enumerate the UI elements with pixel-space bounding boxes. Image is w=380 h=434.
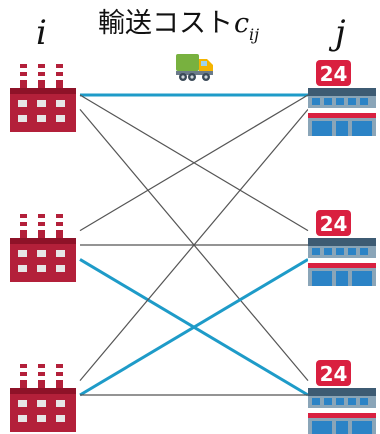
source-index-label: i (36, 13, 47, 53)
convenience-store-icon: 24 (308, 210, 376, 286)
factory-icon (10, 214, 76, 282)
highlighted-edge (79, 258, 309, 397)
convenience-store-icon: 24 (308, 60, 376, 136)
cost-subscript: ij (249, 25, 259, 44)
factory-icon (10, 64, 76, 132)
cost-symbol: c (234, 8, 249, 39)
title-text: 輸送コスト (98, 8, 233, 39)
destination-index-label: j (328, 13, 346, 53)
store-badge-label: 24 (320, 362, 348, 386)
edge (79, 94, 309, 232)
delivery-truck-icon (176, 54, 213, 81)
store-badge-label: 24 (320, 62, 348, 86)
edges-layer (79, 93, 309, 397)
factory-icon (10, 364, 76, 432)
edge (79, 109, 309, 381)
convenience-store-icon: 24 (308, 360, 376, 434)
store-badge-label: 24 (320, 212, 348, 236)
